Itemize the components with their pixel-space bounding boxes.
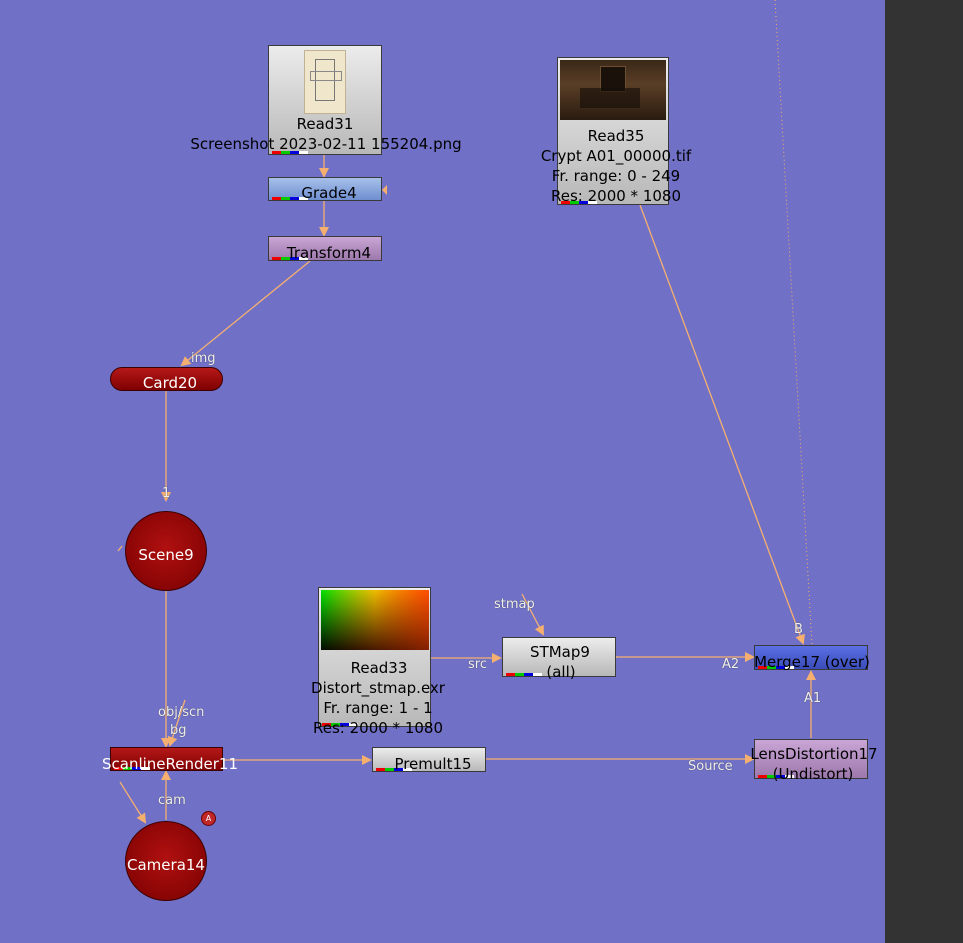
scanline-channels [114, 767, 150, 770]
grade4-node[interactable] [268, 177, 382, 201]
scene9-node[interactable]: Scene9 [125, 511, 207, 591]
wire-scanline-camera [119, 781, 147, 824]
input-label-cam: cam [158, 793, 186, 808]
read31-node[interactable] [268, 45, 382, 155]
read35-res: Res: 2000 * 1080 [551, 187, 681, 205]
read35-label: Read35 [587, 127, 645, 145]
transform4-label: Transform4 [286, 244, 372, 262]
read33-label: Read33 [350, 659, 408, 677]
wire-card20-left [117, 545, 123, 552]
premult15-node[interactable] [372, 747, 486, 772]
wire-grade4-mask-arrow [382, 185, 387, 195]
input-label-src: src [468, 657, 487, 672]
premult15-label: Premult15 [394, 755, 472, 773]
input-label-b: B [794, 622, 803, 637]
wires-layer [117, 0, 816, 824]
read33-thumbnail [321, 590, 429, 650]
read31-file: Screenshot 2023-02-11 155204.png [190, 135, 462, 153]
wire-read35-merge [639, 204, 805, 645]
read33-range: Fr. range: 1 - 1 [323, 699, 433, 717]
read35-channels [561, 201, 597, 204]
stmap9-label: STMap9 [530, 643, 590, 661]
read35-thumbnail [560, 60, 666, 120]
premult15-channels [376, 768, 412, 771]
input-label-a2: A2 [722, 657, 740, 672]
scanline-node[interactable] [110, 747, 223, 771]
read35-node[interactable] [557, 57, 669, 205]
stmap9-sub: (all) [546, 663, 576, 681]
stmap9-node[interactable] [502, 637, 616, 677]
scene9-label: Scene9 [138, 546, 194, 564]
scanline-label: ScanlineRender11 [101, 755, 239, 773]
transform4-node[interactable] [268, 236, 382, 261]
read31-channels [272, 151, 308, 154]
stmap9-channels [506, 673, 542, 676]
merge17-channels [758, 666, 794, 669]
input-label-a1: A1 [804, 691, 822, 706]
node-graph-canvas[interactable]: Read31 Screenshot 2023-02-11 155204.png … [0, 0, 885, 943]
input-label-stmap: stmap [494, 597, 535, 612]
read33-file: Distort_stmap.exr [311, 679, 445, 697]
grade4-channels [272, 197, 308, 200]
card20-node[interactable] [110, 367, 223, 391]
grade4-label: Grade4 [301, 184, 357, 202]
input-label-bg: bg [170, 723, 187, 738]
camera14-badge: A [201, 811, 216, 826]
right-panel [885, 0, 963, 943]
wire-transform4-card20 [180, 260, 311, 367]
merge17-node[interactable] [754, 645, 868, 670]
read35-file: Crypt A01_00000.tif [540, 147, 692, 165]
read33-channels [322, 723, 358, 726]
read33-res: Res: 2000 * 1080 [313, 719, 443, 737]
merge17-label: Merge17 (over) [754, 653, 870, 671]
lens17-channels [758, 775, 794, 778]
lens17-node[interactable] [754, 739, 868, 779]
input-label-source: Source [688, 759, 733, 774]
read35-range: Fr. range: 0 - 249 [551, 167, 681, 185]
read31-thumbnail [269, 46, 381, 116]
card20-label: Card20 [142, 374, 198, 392]
read31-label: Read31 [296, 115, 354, 133]
lens17-sub: (Undistort) [772, 765, 854, 783]
camera14-node[interactable]: Camera14 [125, 821, 207, 901]
input-label-obj-scn: obj/scn [158, 705, 205, 720]
transform4-channels [272, 257, 308, 260]
camera14-label: Camera14 [127, 856, 205, 874]
read33-node[interactable] [318, 587, 431, 727]
input-label-1: 1 [162, 486, 171, 501]
wire-bg-scanline [167, 699, 186, 747]
wire-stmap-input [521, 593, 544, 636]
lens17-label: LensDistortion17 [750, 745, 878, 763]
input-label-img: img [191, 351, 216, 366]
dotted-wire [774, 0, 813, 646]
